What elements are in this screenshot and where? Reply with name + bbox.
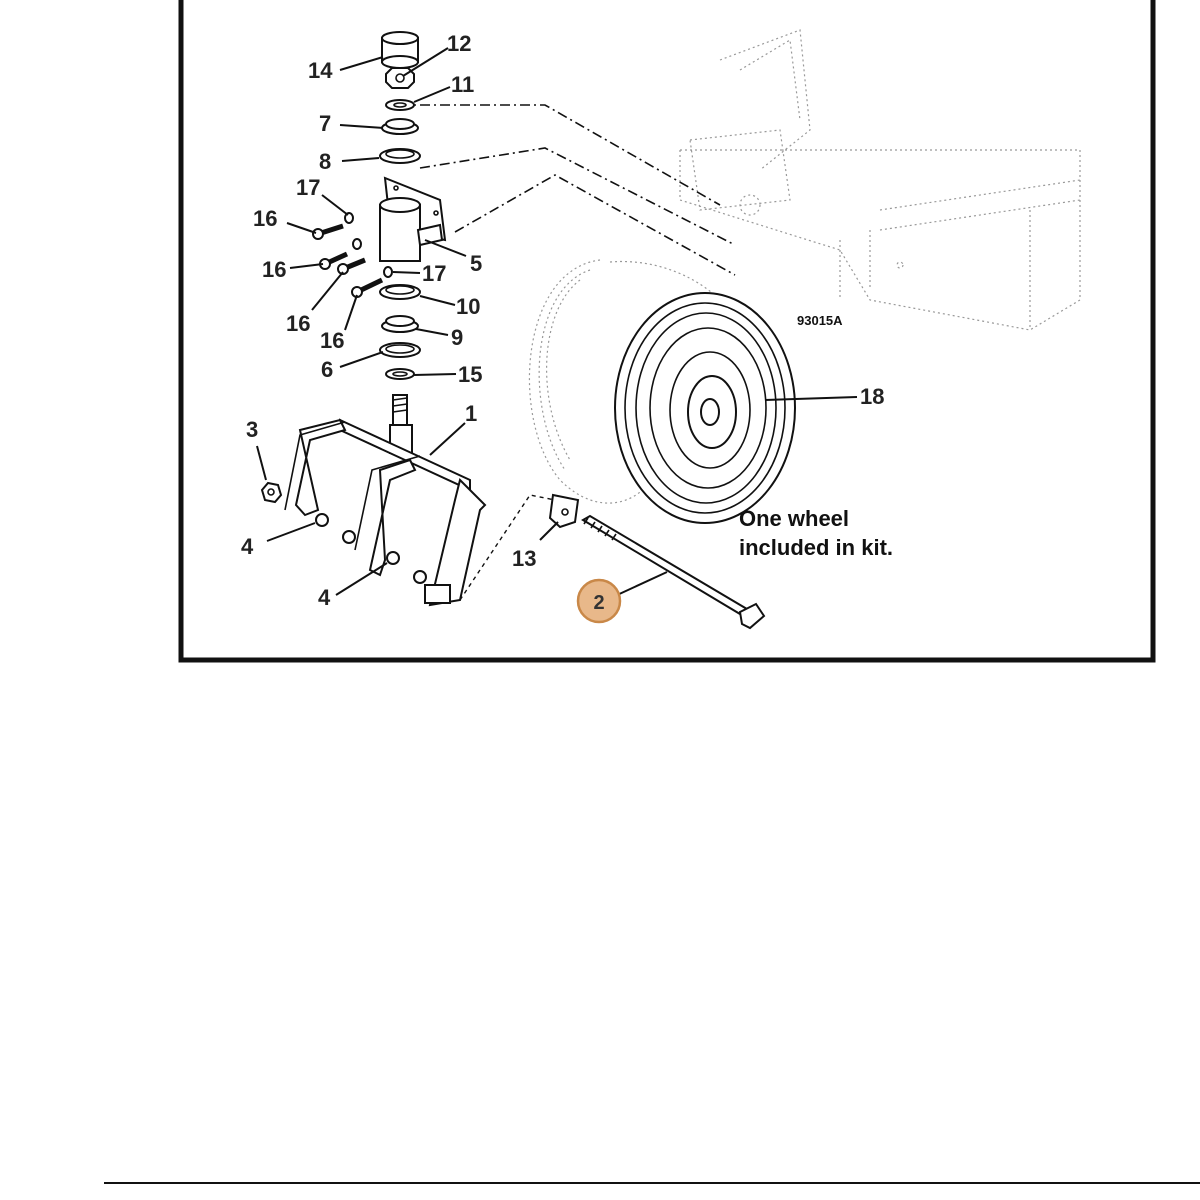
tire-18 — [614, 292, 796, 524]
ghost-mower-frame — [679, 29, 1081, 331]
callout-7: 7 — [319, 111, 331, 136]
note-line-1: One wheel — [739, 506, 849, 531]
axle-bolt-2 — [581, 514, 766, 630]
callout-15: 15 — [458, 362, 482, 387]
callout-numbers: 14 12 11 7 8 17 16 5 16 17 10 16 16 9 6 … — [241, 31, 884, 610]
callout-1: 1 — [465, 401, 477, 426]
washer-11 — [385, 99, 415, 111]
callout-16b: 16 — [262, 257, 286, 282]
lockwasher-17a — [344, 212, 354, 224]
highlight-circle — [576, 578, 622, 624]
callout-16a: 16 — [253, 206, 277, 231]
callout-4a: 4 — [241, 534, 254, 559]
dust-cap-14 — [381, 31, 419, 69]
spacer-15 — [385, 368, 415, 380]
race-8 — [379, 148, 421, 164]
callout-3: 3 — [246, 417, 258, 442]
clip-13 — [548, 493, 580, 529]
mount-bracket-5 — [379, 176, 447, 262]
diagram-frame — [178, 0, 1156, 663]
figure-id: 93015A — [797, 313, 843, 328]
mounting-reference-lines — [400, 104, 736, 601]
callout-16c: 16 — [286, 311, 310, 336]
callout-11: 11 — [451, 72, 474, 97]
callout-12: 12 — [447, 31, 471, 56]
lockwasher-17c — [383, 266, 393, 278]
note-line-2: included in kit. — [739, 535, 893, 560]
race-10 — [379, 284, 421, 300]
bolt-16c — [337, 257, 366, 275]
lockwasher-17b — [352, 238, 362, 250]
ghost-tire — [528, 259, 721, 504]
seal-6 — [379, 342, 421, 358]
callout-6: 6 — [321, 357, 333, 382]
nut-3 — [260, 481, 283, 504]
bearing-7 — [381, 118, 419, 135]
caster-fork-1 — [284, 394, 487, 607]
callout-16d: 16 — [320, 328, 344, 353]
bolt-16d — [351, 277, 384, 298]
bolt-16a — [312, 223, 344, 240]
callout-13: 13 — [512, 546, 536, 571]
bearing-9 — [381, 315, 419, 333]
callout-8: 8 — [319, 149, 331, 174]
callout-10: 10 — [456, 294, 480, 319]
callout-5: 5 — [470, 251, 482, 276]
callout-17a: 17 — [296, 175, 320, 200]
callout-4b: 4 — [318, 585, 331, 610]
highlight-callout-2: 2 — [576, 578, 622, 624]
callout-18: 18 — [860, 384, 884, 409]
callout-9: 9 — [451, 325, 463, 350]
callout-14: 14 — [308, 58, 333, 83]
callout-17b: 17 — [422, 261, 446, 286]
leader-lines — [256, 47, 858, 597]
callout-2: 2 — [593, 592, 604, 614]
